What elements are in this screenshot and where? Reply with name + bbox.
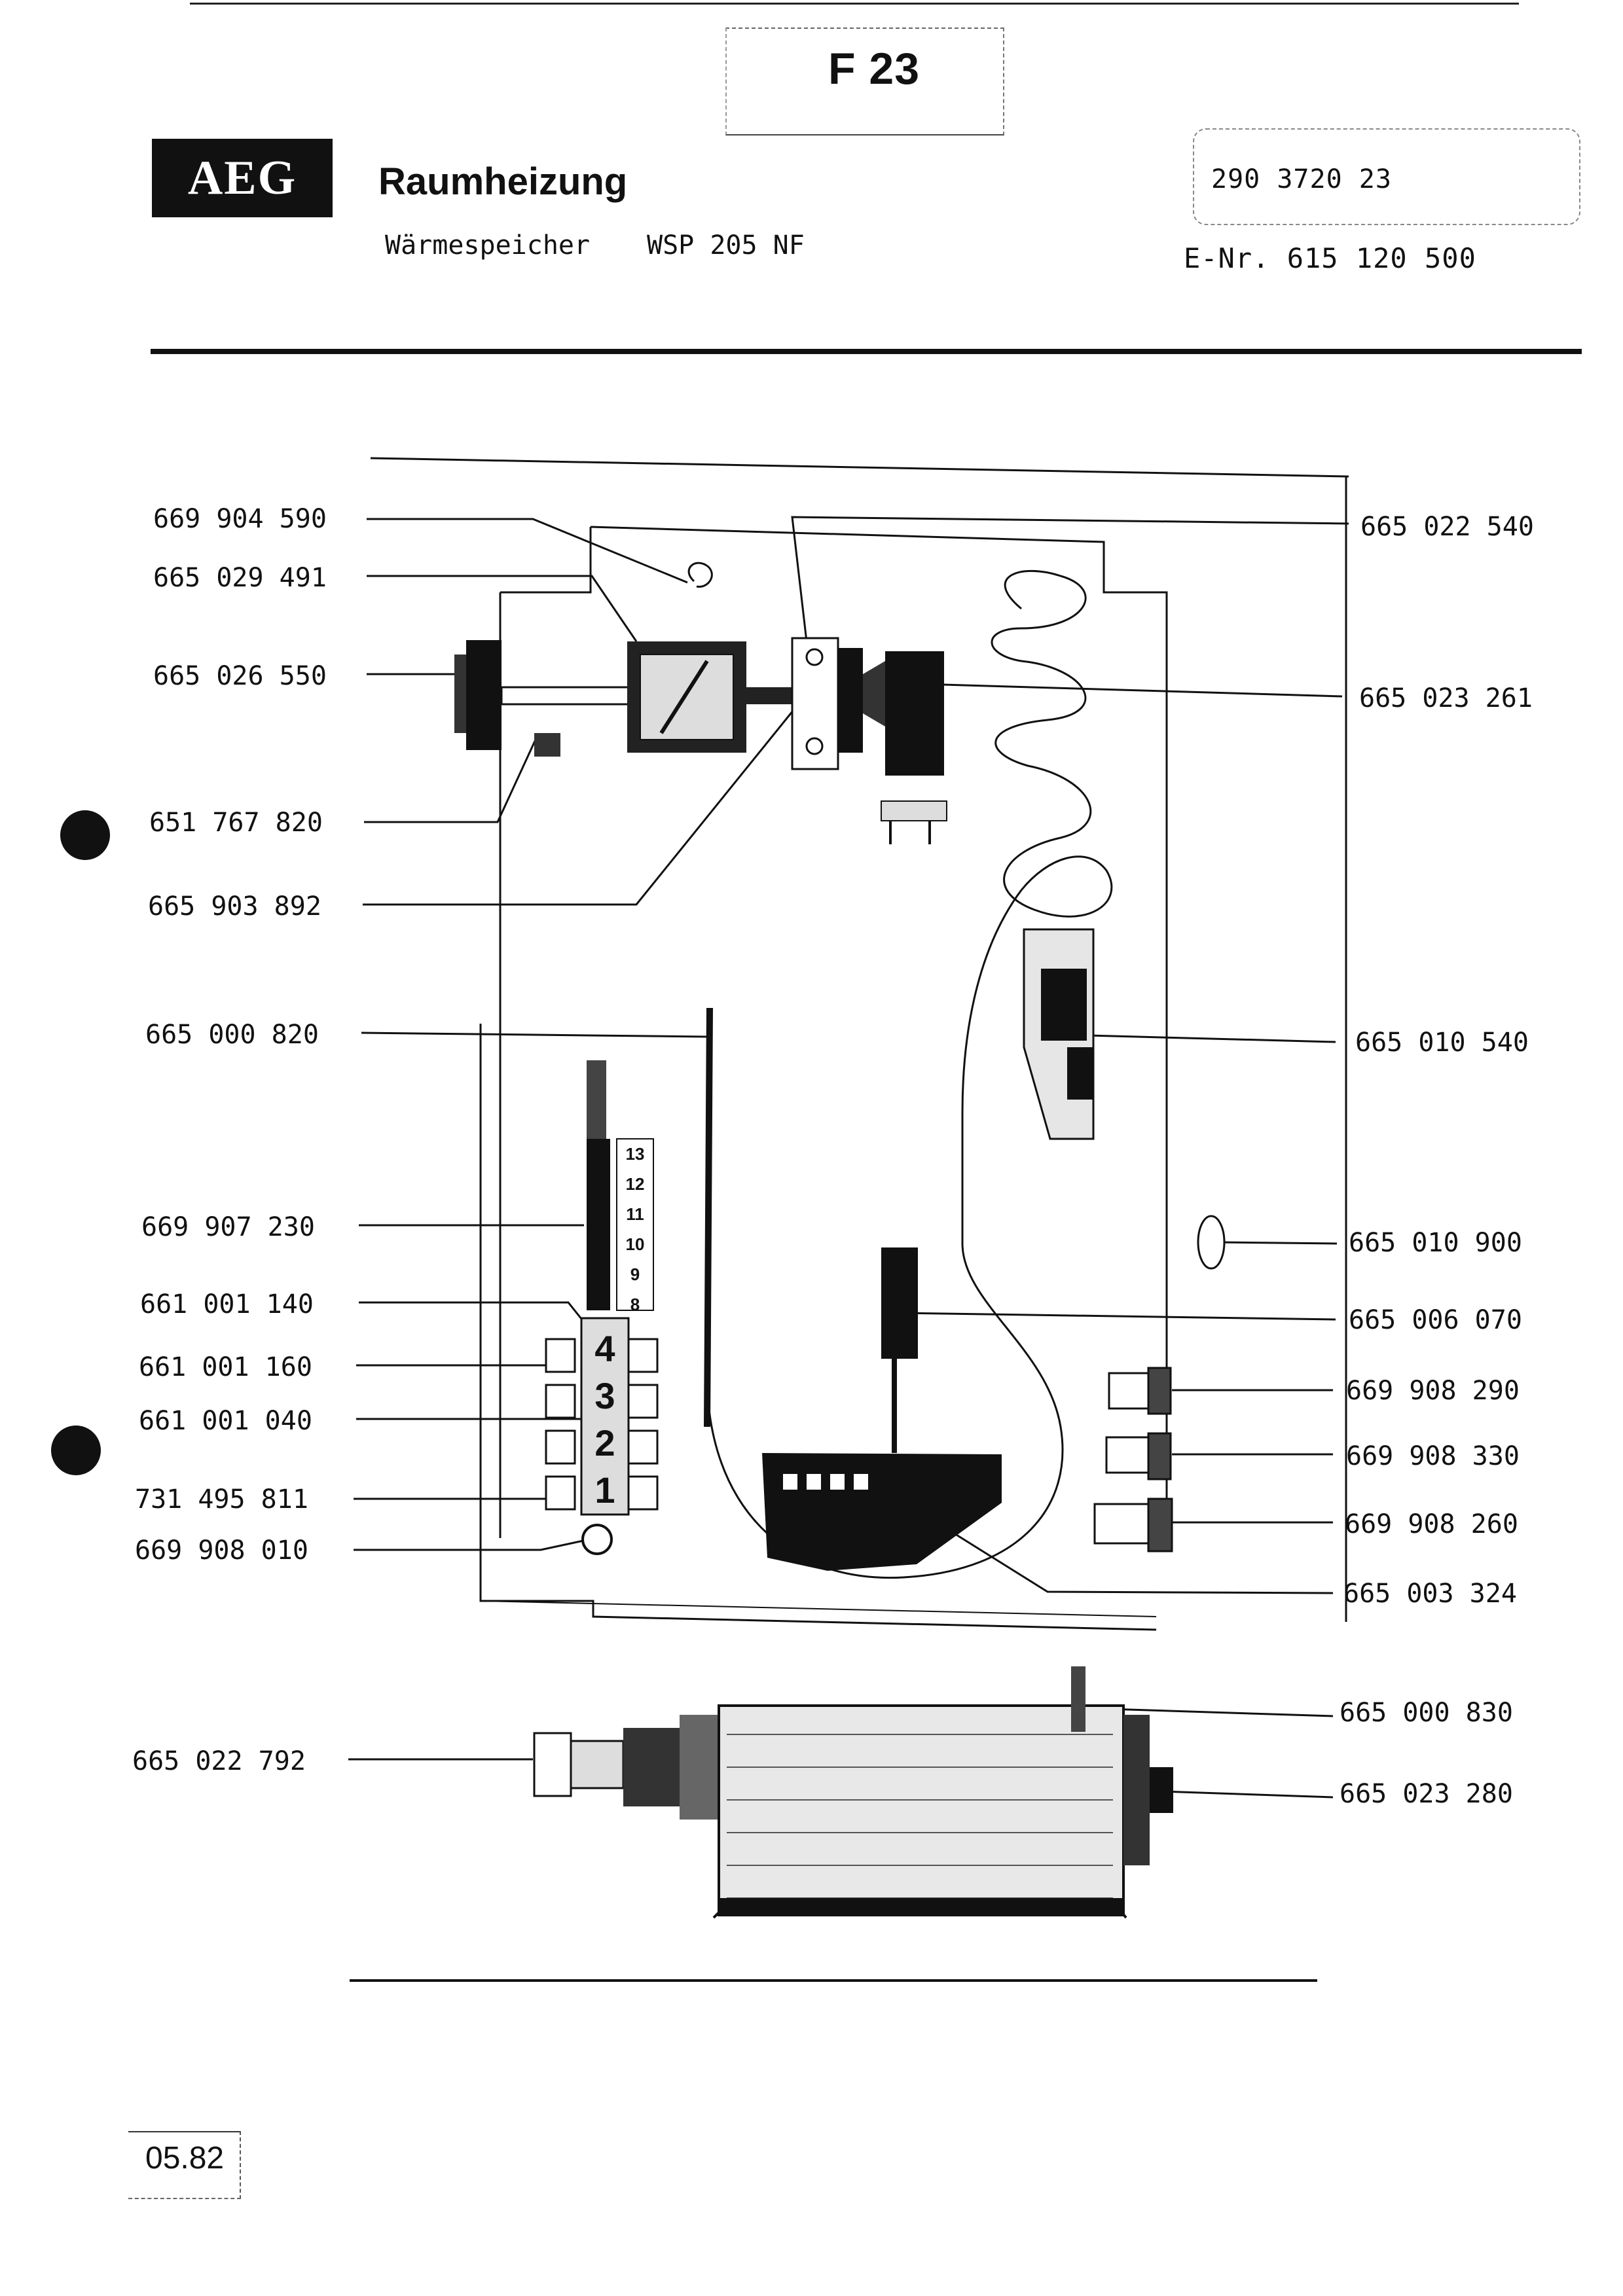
e-number: E-Nr. 615 120 500 xyxy=(1184,242,1476,274)
housing-left-step xyxy=(500,527,592,594)
right-terminals xyxy=(1093,1367,1173,1552)
leader-669904590 xyxy=(367,518,688,584)
part-number-label: 665 023 261 xyxy=(1359,683,1533,713)
spring-clip xyxy=(687,562,713,588)
part-number-label: 665 903 892 xyxy=(148,891,321,922)
part-number-label: 731 495 811 xyxy=(135,1484,308,1515)
sensor-capsule xyxy=(885,651,944,776)
part-number-label: 669 908 290 xyxy=(1346,1376,1520,1406)
terminal-block-lower: 4 3 2 1 xyxy=(545,1317,659,1555)
date-box xyxy=(128,2131,241,2199)
leader-665000820 xyxy=(361,1031,708,1038)
housing-bottom-edge xyxy=(480,1600,1157,1617)
part-number-label: 665 010 900 xyxy=(1349,1228,1522,1258)
part-number-label: 665 029 491 xyxy=(153,563,327,593)
thermostat-module xyxy=(1023,928,1095,1140)
part-number-label: 669 908 260 xyxy=(1345,1509,1518,1539)
part-number-label: 651 767 820 xyxy=(149,808,323,838)
page-title: Raumheizung xyxy=(378,160,628,203)
part-number-label: 665 000 830 xyxy=(1340,1698,1513,1728)
regulator-housing xyxy=(791,637,839,770)
sheet-code: F 23 xyxy=(828,44,921,94)
terminal-strip-upper: 13 12 11 10 9 8 xyxy=(587,1060,654,1314)
leader-661001140 xyxy=(359,1301,591,1329)
part-number-label: 669 908 010 xyxy=(135,1535,308,1566)
shaft xyxy=(500,686,634,706)
part-number-label: 661 001 040 xyxy=(139,1406,312,1436)
heating-element xyxy=(533,1666,1173,1919)
part-number-label: 665 010 540 xyxy=(1355,1028,1529,1058)
leader-665010540 xyxy=(1087,1034,1336,1043)
product-name: Wärmespeicher xyxy=(385,230,591,260)
part-number-label: 665 023 280 xyxy=(1340,1779,1513,1809)
part-number-label: 669 904 590 xyxy=(153,504,327,534)
terminal-number: 13 xyxy=(626,1144,645,1164)
part-number-label: 665 022 792 xyxy=(132,1746,306,1776)
margin-bullet xyxy=(60,810,110,860)
aeg-logo: AEG xyxy=(152,139,333,217)
indicator-lamp xyxy=(1197,1215,1226,1270)
small-nut xyxy=(534,733,560,757)
terminal-number: 8 xyxy=(630,1295,640,1314)
switch-assembly xyxy=(454,562,947,844)
leader-665003324 xyxy=(932,1518,1334,1594)
margin-bullet xyxy=(51,1426,101,1475)
order-number-box xyxy=(1193,128,1580,225)
part-number-label: 665 022 540 xyxy=(1360,512,1534,542)
terminal-number: 11 xyxy=(626,1204,644,1224)
leader-665000830 xyxy=(1086,1707,1334,1717)
part-number-label: 661 001 140 xyxy=(140,1289,314,1319)
frame-top-line xyxy=(370,457,1349,478)
terminal-number: 12 xyxy=(626,1174,645,1194)
leader-665006070 xyxy=(898,1312,1336,1321)
part-number-label: 665 006 070 xyxy=(1349,1305,1522,1335)
leader-665903892 xyxy=(363,700,803,906)
part-number-label: 669 908 330 xyxy=(1346,1441,1520,1471)
switch-box xyxy=(762,1247,1002,1571)
print-date: 05.82 xyxy=(145,2141,225,2176)
part-number-label: 669 907 230 xyxy=(141,1212,315,1242)
capillary-tube xyxy=(706,569,1113,1579)
housing-top-outline xyxy=(590,526,1168,1551)
leader-665029491 xyxy=(367,575,638,642)
switch-position-number: 4 xyxy=(594,1328,615,1369)
switch-position-number: 1 xyxy=(594,1469,615,1511)
part-number-label: 661 001 160 xyxy=(139,1352,312,1382)
header-rule xyxy=(151,349,1582,354)
sheet-code-box xyxy=(725,27,1004,135)
order-number: 290 3720 23 xyxy=(1211,164,1392,194)
control-knob-spindle xyxy=(466,640,501,750)
switch-position-number: 3 xyxy=(594,1375,615,1416)
part-number-label: 665 003 324 xyxy=(1343,1579,1517,1609)
top-edge-rule xyxy=(190,3,1519,5)
terminal-number: 10 xyxy=(626,1234,645,1254)
leader-665023261 xyxy=(942,683,1343,698)
part-number-label: 665 026 550 xyxy=(153,661,327,691)
part-number-label: 665 000 820 xyxy=(145,1020,319,1050)
element-drum xyxy=(718,1704,1125,1916)
housing-bottom-outline xyxy=(479,1024,1157,1631)
leader-669908010 xyxy=(354,1538,590,1551)
sensor-rod xyxy=(704,1007,713,1427)
leader-651767820 xyxy=(364,739,537,823)
leader-665010900 xyxy=(1218,1241,1338,1245)
product-type: WSP 205 NF xyxy=(647,230,805,260)
leader-665022540 xyxy=(791,516,1349,642)
switch-position-number: 2 xyxy=(594,1422,615,1463)
terminal-number: 9 xyxy=(630,1265,640,1284)
mounting-bracket xyxy=(1071,1666,1085,1732)
leader-665023280 xyxy=(1141,1789,1334,1799)
